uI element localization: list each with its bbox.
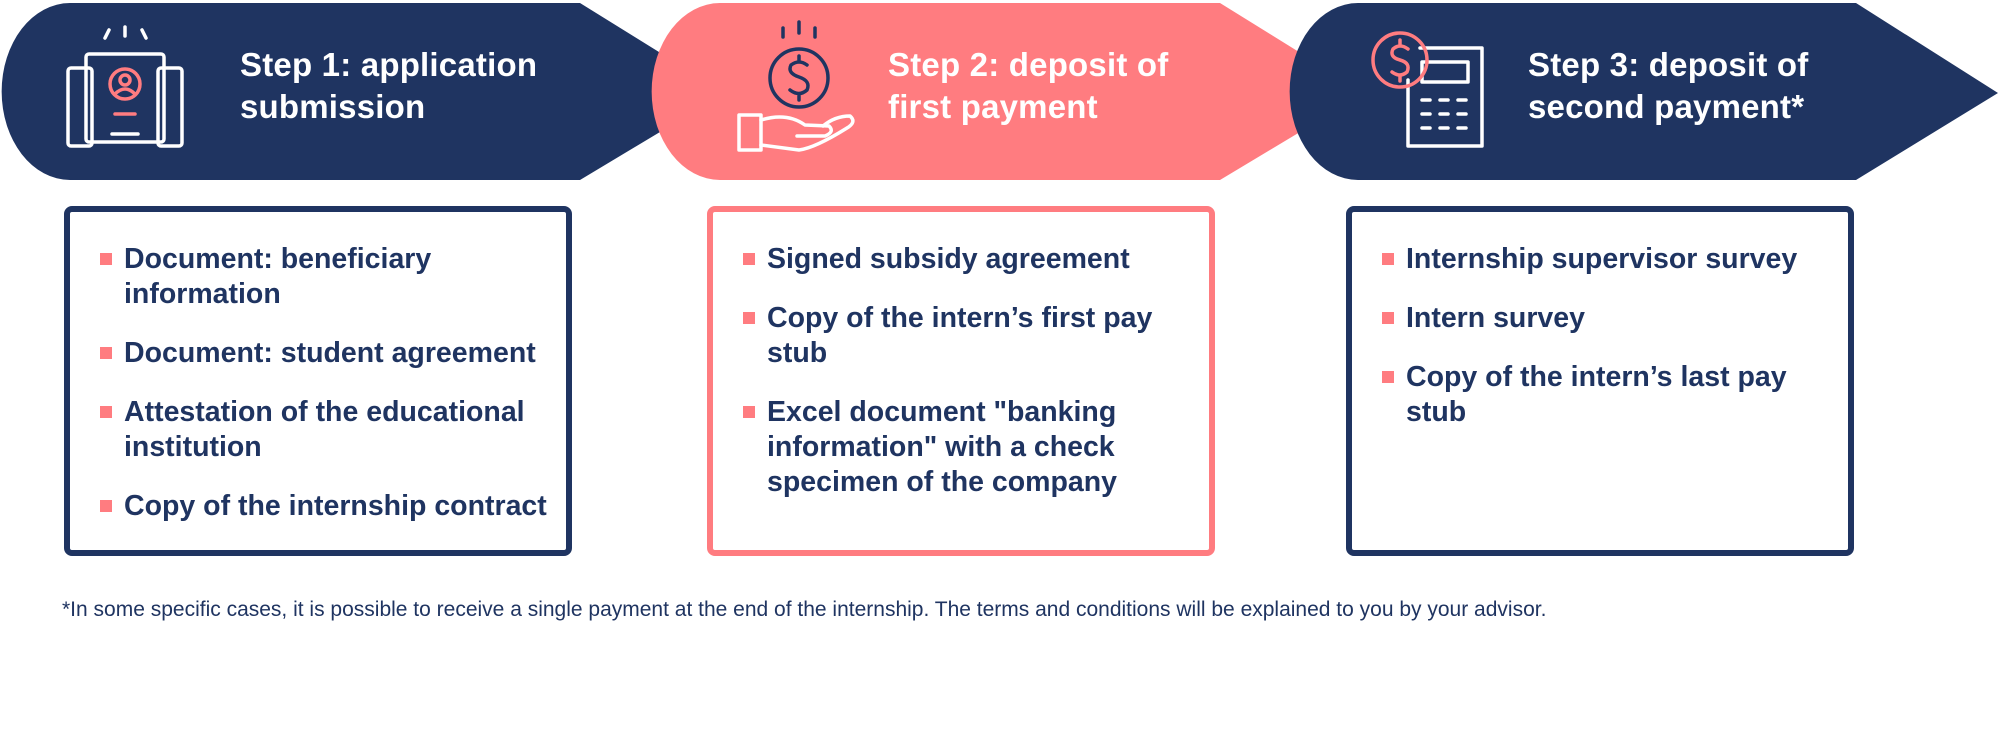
- step-1-requirements-card: Document: beneficiary information Docume…: [64, 206, 572, 556]
- bullet-square-icon: [743, 312, 755, 324]
- list-item-text: Excel document "banking information" wit…: [767, 396, 1118, 498]
- step-3-requirements-card: Internship supervisor survey Intern surv…: [1346, 206, 1854, 556]
- step-2-requirements-list: Signed subsidy agreement Copy of the int…: [743, 242, 1199, 500]
- step-3-requirements-list: Internship supervisor survey Intern surv…: [1382, 242, 1838, 430]
- step-2-requirements-card: Signed subsidy agreement Copy of the int…: [707, 206, 1215, 556]
- step-1-requirements-list: Document: beneficiary information Docume…: [100, 242, 556, 524]
- step-2-title-line-1: Step 2: deposit of: [888, 46, 1169, 83]
- footnote: *In some specific cases, it is possible …: [62, 598, 1547, 621]
- list-item: Excel document "banking information" wit…: [743, 395, 1199, 500]
- step-1-banner: Step 1: application submission: [0, 0, 730, 186]
- bullet-square-icon: [100, 347, 112, 359]
- list-item-text: Document: student agreement: [124, 337, 536, 369]
- step-2-title: Step 2: deposit of first payment: [888, 44, 1168, 128]
- step-3-title-line-1: Step 3: deposit of: [1528, 46, 1809, 83]
- step-3-title: Step 3: deposit of second payment*: [1528, 44, 1808, 128]
- list-item-text: Copy of the intern’s last pay stub: [1406, 361, 1787, 428]
- step-1-title: Step 1: application submission: [240, 44, 537, 128]
- list-item-text: Document: beneficiary information: [124, 243, 432, 310]
- calculator-dollar-icon: [1371, 31, 1484, 148]
- bullet-square-icon: [1382, 312, 1394, 324]
- list-item: Intern survey: [1382, 301, 1838, 336]
- step-3-title-line-2: second payment*: [1528, 88, 1805, 125]
- step-2-title-line-2: first payment: [888, 88, 1098, 125]
- bullet-square-icon: [100, 253, 112, 265]
- id-card-icon: [66, 25, 184, 148]
- list-item: Document: beneficiary information: [100, 242, 556, 312]
- list-item: Internship supervisor survey: [1382, 242, 1838, 277]
- list-item-text: Copy of the intern’s first pay stub: [767, 302, 1153, 369]
- list-item-text: Copy of the internship contract: [124, 490, 547, 522]
- list-item-text: Intern survey: [1406, 302, 1585, 334]
- list-item: Copy of the intern’s first pay stub: [743, 301, 1199, 371]
- bullet-square-icon: [100, 500, 112, 512]
- coin-in-hand-icon: [737, 20, 855, 152]
- bullet-square-icon: [1382, 253, 1394, 265]
- bullet-square-icon: [100, 406, 112, 418]
- list-item: Attestation of the educational instituti…: [100, 395, 556, 465]
- list-item-text: Signed subsidy agreement: [767, 243, 1130, 275]
- list-item-text: Internship supervisor survey: [1406, 243, 1798, 275]
- bullet-square-icon: [743, 406, 755, 418]
- bullet-square-icon: [743, 253, 755, 265]
- bullet-square-icon: [1382, 371, 1394, 383]
- list-item-text: Attestation of the educational instituti…: [124, 396, 525, 463]
- list-item: Signed subsidy agreement: [743, 242, 1199, 277]
- step-2-banner: Step 2: deposit of first payment: [650, 0, 1370, 186]
- step-2-arrow-shape: [651, 3, 1365, 180]
- step-1-title-line-1: Step 1: application: [240, 46, 538, 83]
- list-item: Copy of the internship contract: [100, 489, 556, 524]
- step-3-banner: Step 3: deposit of second payment*: [1288, 0, 2000, 186]
- list-item: Document: student agreement: [100, 336, 556, 371]
- step-1-title-line-2: submission: [240, 88, 426, 125]
- list-item: Copy of the intern’s last pay stub: [1382, 360, 1838, 430]
